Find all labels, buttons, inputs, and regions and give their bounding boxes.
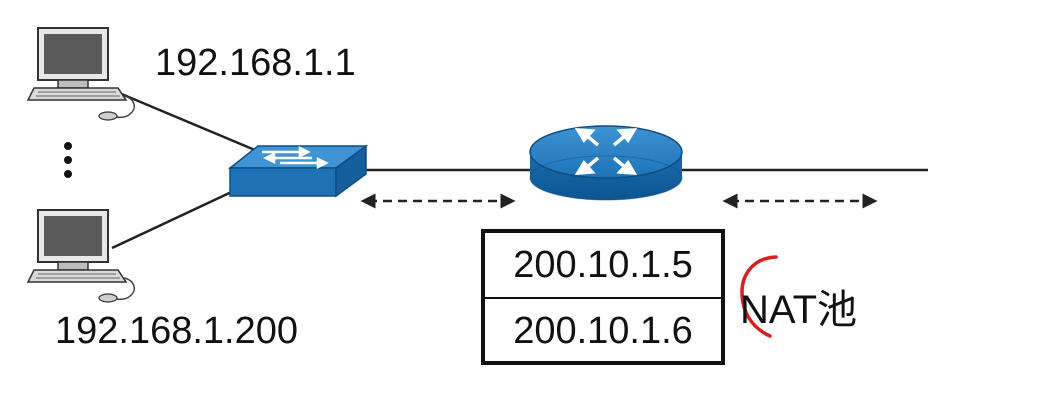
pc1-ip-label: 192.168.1.1 xyxy=(155,42,356,85)
nat-pool-label: NAT池 xyxy=(740,277,857,335)
link-pc2-switch xyxy=(112,188,240,248)
router-icon xyxy=(530,126,682,200)
pc-icon xyxy=(28,28,134,120)
ellipsis-dot xyxy=(64,170,72,178)
link-pc1-switch xyxy=(112,90,262,153)
nat-pool-address: 200.10.1.5 xyxy=(485,233,721,299)
ellipsis-dot xyxy=(64,142,72,150)
nat-pool-address: 200.10.1.6 xyxy=(485,299,721,363)
switch-icon xyxy=(230,146,366,196)
pc2-ip-label: 192.168.1.200 xyxy=(55,310,298,353)
nat-pool-table: 200.10.1.5 200.10.1.6 xyxy=(481,229,725,365)
ellipsis-dot xyxy=(64,156,72,164)
pc-icon xyxy=(28,210,134,302)
